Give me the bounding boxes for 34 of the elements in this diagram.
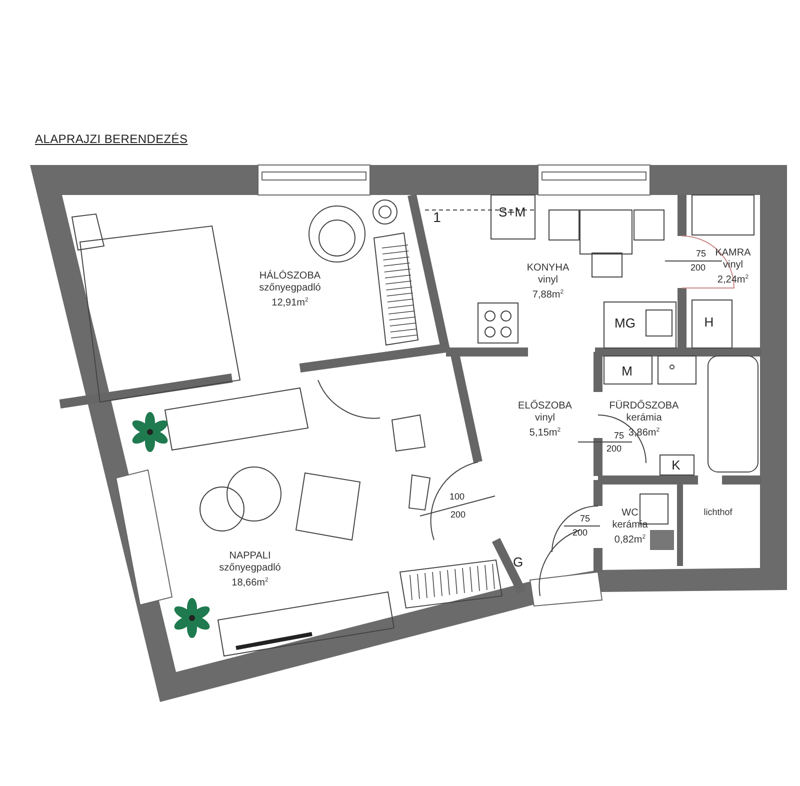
door-dimension: 75 (580, 514, 590, 524)
appliance-mark: G (512, 556, 524, 568)
floor-material: vinyl (534, 412, 555, 424)
appliance-mark: 1 (433, 210, 441, 224)
door-dimension: 200 (606, 444, 622, 454)
appliance-mark: MG (614, 316, 636, 330)
door-dimension: 200 (450, 510, 466, 520)
room-name: ELŐSZOBA (518, 400, 572, 412)
room-name: HÁLÓSZOBA (259, 270, 321, 282)
door-dimension: 200 (572, 528, 588, 538)
room-name: NAPPALI (229, 550, 271, 562)
appliance-mark: S+M (498, 206, 526, 218)
floor-material: szőnyegpadló (259, 282, 321, 294)
floor-material: kerámia (626, 412, 662, 424)
room-name: WC (622, 507, 638, 520)
appliance-mark: M (622, 364, 632, 378)
door-dimension: 100 (449, 492, 465, 502)
room-area: 12,91m$^{2}$ (272, 294, 308, 310)
room-area: 18,66m$^{2}$ (232, 574, 268, 590)
door-dimension: 200 (690, 264, 706, 272)
room-name: FÜRDŐSZOBA (609, 400, 679, 412)
plan-title: ALAPRAJZI BERENDEZÉS (35, 132, 188, 146)
room-area: 0,82m$^{2}$ (614, 531, 646, 547)
floor-material: kerámia (612, 519, 648, 532)
room-name: KONYHA (526, 262, 570, 274)
door-dimension: 75 (614, 432, 624, 440)
appliance-mark: H (704, 316, 714, 328)
room-area: 7,88m$^{2}$ (532, 286, 564, 302)
appliance-mark: K (672, 458, 680, 472)
room-area: 5,15m$^{2}$ (529, 424, 561, 440)
door-dimension: 75 (696, 250, 706, 258)
floor-material: szőnyegpadló (219, 562, 281, 574)
room-name: lichthof (704, 506, 732, 518)
floor-material: vinyl (538, 274, 558, 286)
